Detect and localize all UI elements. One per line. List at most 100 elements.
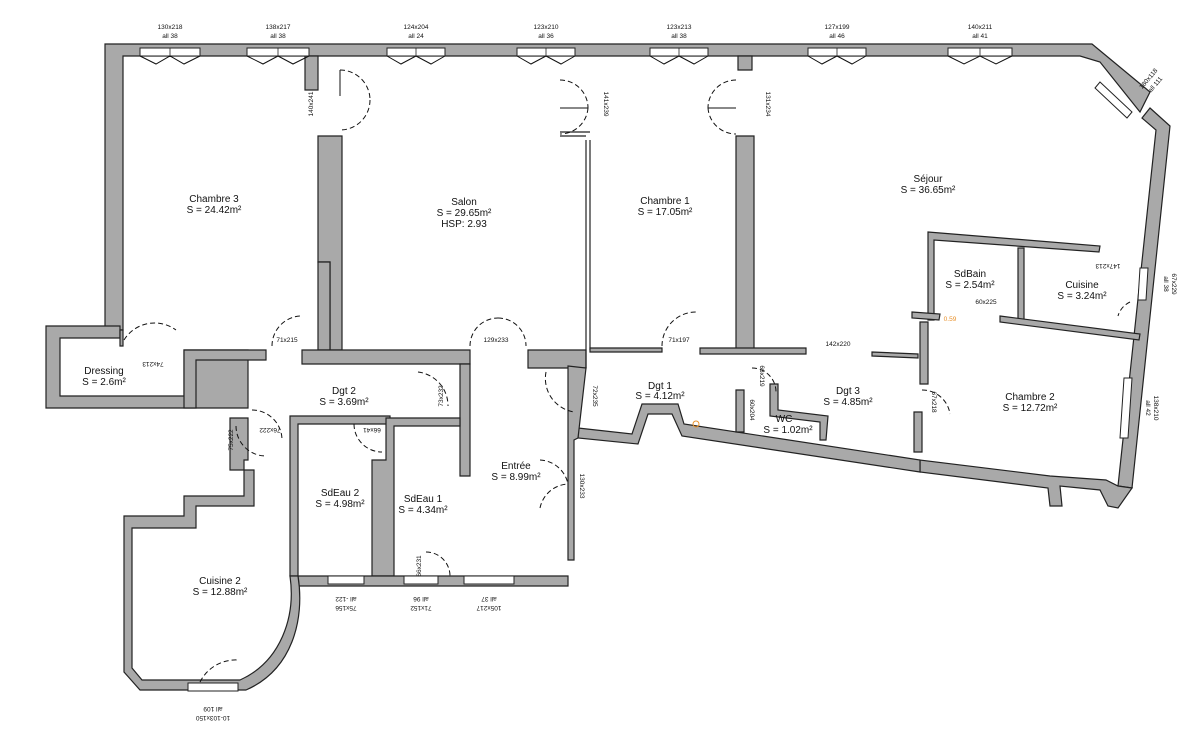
room-name-entree: Entrée [501, 461, 531, 472]
door-label: 75x222 [228, 429, 235, 451]
wall-ch3-bottom [183, 349, 267, 409]
door-label: 66x231 [416, 555, 423, 577]
room-area-dgt3: S = 4.85m² [823, 397, 873, 408]
room-area-wc: S = 1.02m² [763, 425, 813, 436]
door-label: 131x234 [764, 92, 771, 117]
wall-bottom-right [919, 459, 1134, 509]
window-label-allege: all -122 [335, 595, 357, 602]
window-labels: 130x218 all 38 138x217 all 38 124x204 al… [158, 24, 1177, 721]
door-label: 72x235 [591, 385, 598, 407]
window-label-allege: all 38 [270, 33, 286, 40]
wall-entree-left [459, 363, 471, 477]
room-area-chambre3: S = 24.42m² [187, 205, 242, 216]
window-label-allege: all 36 [538, 33, 554, 40]
door-label: 129x233 [484, 337, 509, 344]
room-name-dgt2: Dgt 2 [332, 386, 356, 397]
window-label-size: 105x217 [476, 604, 501, 611]
window-label-allege: all 24 [408, 33, 424, 40]
wall-sdbain-right [1017, 247, 1025, 321]
room-name-sdbain: SdBain [954, 269, 986, 280]
wall-stub-1 [304, 55, 319, 91]
room-area-sdeau2: S = 4.98m² [315, 499, 365, 510]
windows-top [139, 47, 1013, 65]
room-name-sdeau2: SdEau 2 [321, 488, 360, 499]
window-label-allege: all 38 [162, 33, 178, 40]
window-label-allege: all 109 [203, 705, 223, 712]
window-label-allege: all 38 [1162, 276, 1169, 292]
room-area-chambre2: S = 12.72m² [1003, 403, 1058, 414]
window-label-size: 75x156 [335, 604, 357, 611]
room-name-salon: Salon [451, 197, 477, 208]
door-label: 71x215 [276, 337, 298, 344]
door-label: 140x241 [308, 91, 315, 116]
window-label-allege: all 96 [413, 595, 429, 602]
wall-ch1-sejour [735, 135, 755, 353]
room-name-dgt3: Dgt 3 [836, 386, 860, 397]
wall-entree-right [567, 365, 587, 561]
orange-dimension: 0.59 [944, 316, 957, 323]
window-label-allege: all 37 [481, 595, 497, 602]
window-label-allege: all 38 [671, 33, 687, 40]
room-name-cuisine: Cuisine [1065, 280, 1099, 291]
wall-bottom-diag [577, 403, 921, 473]
door-label: 60x225 [975, 299, 997, 306]
window-label-size: 123x210 [534, 24, 559, 31]
wall-salon-bottom-left [301, 349, 471, 365]
window-label-size: 123x213 [667, 24, 692, 31]
room-area-sejour: S = 36.65m² [901, 185, 956, 196]
room-area-cuisine2: S = 12.88m² [193, 587, 248, 598]
room-name-chambre1: Chambre 1 [640, 196, 690, 207]
door-label: 76x222 [259, 426, 281, 433]
room-area-dgt2: S = 3.69m² [319, 397, 369, 408]
window-label-size: 138x210 [1152, 396, 1159, 421]
wall-salon-bottom-right [527, 349, 587, 369]
window-label-allege: all 46 [829, 33, 845, 40]
window-label-size: 140x211 [968, 24, 993, 31]
door-label: 142x220 [826, 341, 851, 348]
windows-right [1094, 81, 1149, 439]
room-labels: Chambre 3 S = 24.42m² Salon S = 29.65m² … [82, 174, 1107, 598]
door-label: 66x219 [758, 365, 765, 387]
door-label: 71x197 [668, 337, 690, 344]
room-area-dgt1: S = 4.12m² [635, 391, 685, 402]
wall-ch3-right-stub [119, 329, 124, 347]
window-label-size: 71x152 [410, 604, 432, 611]
wall-sdeau-sep [371, 417, 461, 577]
door-labels: 140x241 141x239 131x234 71x215 129x233 7… [142, 91, 1121, 577]
window-label-allege: all 42 [1144, 400, 1151, 416]
wall-cuisine2 [123, 417, 301, 691]
room-area-sdeau1: S = 4.34m² [398, 505, 448, 516]
room-area-cuisine: S = 3.24m² [1057, 291, 1107, 302]
orange-marker [692, 420, 700, 428]
room-area-dressing: S = 2.6m² [82, 377, 126, 388]
window-label-size: 130x218 [158, 24, 183, 31]
wall-sdbain [927, 231, 1101, 321]
room-area-entree: S = 8.99m² [491, 472, 541, 483]
door-label: 147x213 [1095, 262, 1120, 269]
window-label-size: 124x204 [404, 24, 429, 31]
door-label: 74x213 [142, 360, 164, 367]
room-name-cuisine2: Cuisine 2 [199, 576, 241, 587]
door-label: 73x232 [438, 385, 445, 407]
window-label-size: 127x199 [825, 24, 850, 31]
wall-ch1-bottom [589, 347, 807, 355]
room-area-sdbain: S = 2.54m² [945, 280, 995, 291]
window-label-size: 138x217 [266, 24, 291, 31]
room-name-dgt1: Dgt 1 [648, 381, 672, 392]
wall-wc [735, 383, 829, 441]
window-label-size: 10-103x150 [195, 714, 230, 721]
window-label-size: 67x229 [1170, 273, 1177, 295]
door-label: 67x218 [930, 391, 937, 413]
door-label: 66x41 [363, 426, 381, 433]
room-name-chambre2: Chambre 2 [1005, 392, 1055, 403]
room-area-chambre1: S = 17.05m² [638, 207, 693, 218]
wall-salon-ch1 [560, 131, 591, 368]
wall-ch2-left [913, 321, 929, 453]
wall-salon-left-lower [317, 261, 331, 351]
room-name-sejour: Séjour [914, 174, 944, 185]
room-name-wc: WC [776, 414, 793, 425]
windows-bottom [187, 575, 515, 692]
room-area-salon: S = 29.65m² [437, 208, 492, 219]
room-name-chambre3: Chambre 3 [189, 194, 239, 205]
